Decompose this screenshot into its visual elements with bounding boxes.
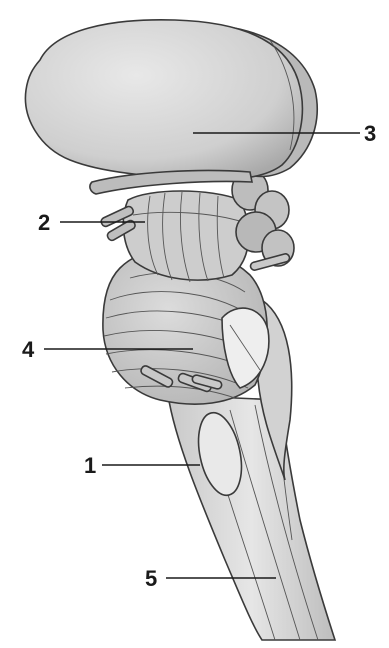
label-3: 3 bbox=[364, 121, 376, 146]
label-2: 2 bbox=[38, 210, 50, 235]
label-group-1: 1 bbox=[84, 453, 200, 478]
cerebral-hemisphere bbox=[25, 20, 317, 179]
label-5: 5 bbox=[145, 566, 157, 591]
label-1: 1 bbox=[84, 453, 96, 478]
label-4: 4 bbox=[22, 337, 35, 362]
